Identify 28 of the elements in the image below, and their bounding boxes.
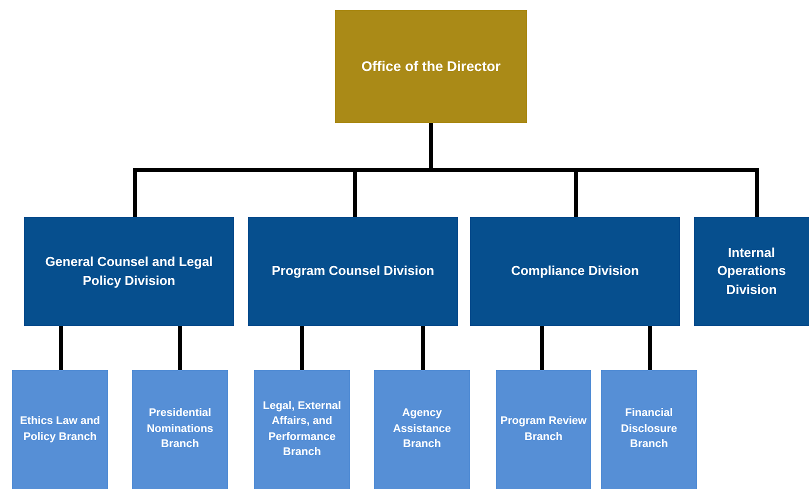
division-box [470, 217, 680, 326]
branch-box [132, 370, 228, 489]
node-label: Program Review Branch [500, 414, 587, 444]
division-box [694, 217, 809, 326]
connector-line [59, 326, 63, 370]
connector-line [648, 326, 652, 370]
node-label: Program Counsel Division [272, 262, 434, 280]
branch-box [496, 370, 591, 489]
node-label: Compliance Division [511, 262, 639, 280]
connector-line [300, 326, 304, 370]
node-label: Legal, External Affairs, and Performance Branch [262, 398, 342, 460]
branch-box [601, 370, 697, 489]
connector-line [540, 326, 544, 370]
node-label: Office of the Director [361, 56, 501, 76]
connector-line [178, 326, 182, 370]
node-label: Internal Operations Division [716, 244, 787, 299]
branch-box [12, 370, 108, 489]
node-label: Presidential Nominations Branch [146, 406, 214, 452]
node-label: Financial Disclosure Branch [620, 406, 678, 452]
director-box [335, 10, 527, 123]
node-label: Agency Assistance Branch [392, 406, 452, 452]
node-label: General Counsel and Legal Policy Division [44, 253, 214, 290]
node-label: Ethics Law and Policy Branch [18, 414, 102, 444]
division-box [248, 217, 458, 326]
branch-box [254, 370, 350, 489]
branch-box [374, 370, 470, 489]
connector-line [421, 326, 425, 370]
division-box [24, 217, 234, 326]
